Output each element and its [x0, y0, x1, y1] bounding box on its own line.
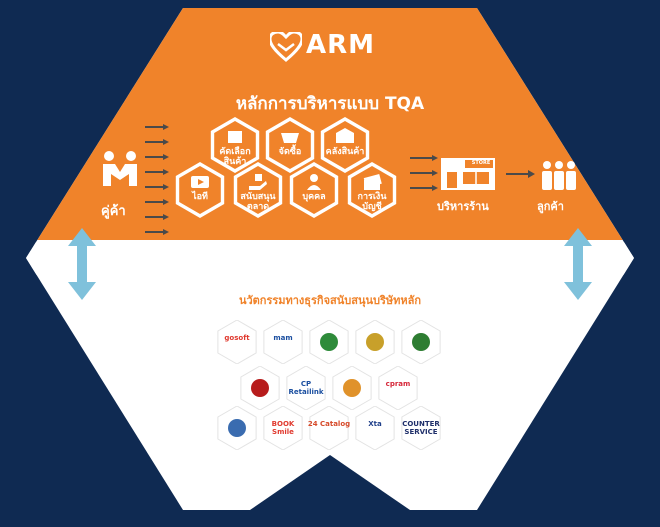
- incoming-arrow: [145, 229, 169, 235]
- incoming-arrow: [145, 139, 169, 145]
- store-icon: [441, 158, 495, 190]
- hex-label-line2: ตลาด: [246, 202, 270, 212]
- partner-logo-gosoft: gosoft: [215, 319, 259, 365]
- hex-label-line1: คัดเลือก: [219, 147, 251, 157]
- partner-logo-bakery: [330, 365, 374, 411]
- customer-label: ลูกค้า: [537, 200, 564, 213]
- merge-arrow: [410, 155, 438, 161]
- partner-hex-frame: [240, 365, 280, 411]
- hex-label: ไอที: [176, 192, 224, 202]
- partner-logo-blue-emblem: [215, 405, 259, 451]
- partner-hex-frame: [401, 319, 441, 365]
- partner-hex-frame: [332, 365, 372, 411]
- section-divider: [26, 240, 634, 275]
- hex-label: การเงินบัญชี: [348, 192, 396, 212]
- bottom-notch: [250, 455, 410, 510]
- hex-label-line1: บุคคล: [302, 192, 326, 202]
- hand-support-icon: [249, 174, 267, 190]
- partner-hex-frame: [309, 319, 349, 365]
- partner-hex-frame: [263, 319, 303, 365]
- hex-label: สนับสนุนตลาด: [234, 192, 282, 212]
- partner-logo-text: gosoft: [224, 334, 250, 342]
- partner-logo-text: mam: [273, 334, 293, 342]
- partner-logo-panyapiwat: [353, 319, 397, 365]
- hexagon-inner: [324, 121, 366, 169]
- hex-label: จัดซื้อ: [266, 147, 314, 157]
- arm-logo: ARM: [270, 30, 400, 64]
- logo-text: ARM: [306, 30, 376, 60]
- store-label: บริหารร้าน: [437, 200, 489, 213]
- hex-label-line1: ไอที: [192, 192, 208, 202]
- partner-logo-text: Xta: [368, 420, 382, 428]
- partner-logo-text: CP Retailink: [288, 380, 324, 396]
- partner-logo-text: cpram: [385, 380, 411, 388]
- partner-logo-text: COUNTER SERVICE: [402, 420, 440, 436]
- person-icon: [307, 174, 321, 190]
- partner-hex-frame: [309, 405, 349, 451]
- money-icon: [363, 173, 382, 190]
- partner-logo-catalog: 24 Catalog: [307, 405, 351, 451]
- tqa-hexagons: [175, 117, 397, 218]
- box-icon: [228, 131, 242, 143]
- hexagon-inner: [214, 121, 256, 169]
- handshake-icon: [103, 151, 137, 186]
- store-sign: STORE: [471, 160, 491, 166]
- incoming-arrow: [145, 124, 169, 130]
- partner-logo-book-smile: BOOK Smile: [261, 405, 305, 451]
- video-icon: [191, 176, 209, 188]
- basket-icon: [281, 133, 299, 143]
- hex-label: บุคคล: [290, 192, 338, 202]
- outgoing-arrows: [410, 155, 535, 191]
- merge-arrow: [410, 185, 438, 191]
- hexagon-inner: [179, 166, 221, 214]
- incoming-arrow: [145, 214, 169, 220]
- partner-hex-frame: [378, 365, 418, 411]
- incoming-arrow: [145, 199, 169, 205]
- orange-upper-section: [26, 8, 634, 240]
- hex-label: คัดเลือกสินค้า: [211, 147, 259, 167]
- partner-hex-frame: [217, 405, 257, 451]
- partner-hex-frame: [355, 319, 395, 365]
- partner-logo-cp-retailink: CP Retailink: [284, 365, 328, 411]
- partner-logo-green-crest: [399, 319, 443, 365]
- partner-logo-seal-green: [307, 319, 351, 365]
- customers-icon: [542, 161, 576, 190]
- hex-label-line2: สินค้า: [223, 157, 247, 167]
- incoming-arrow: [145, 169, 169, 175]
- left-double-arrow-icon: [68, 228, 96, 300]
- store-to-customer-arrow: [506, 170, 535, 178]
- partner-hex-frame: [355, 405, 395, 451]
- partner-label: คู่ค้า: [101, 204, 126, 219]
- partner-logo-mam: mam: [261, 319, 305, 365]
- partner-logo-text: BOOK Smile: [271, 420, 295, 436]
- innovation-title: นวัตกรรมทางธุรกิจสนับสนุนบริษัทหลัก: [238, 294, 422, 307]
- right-double-arrow-icon: [564, 228, 592, 300]
- hexagon-inner: [269, 121, 311, 169]
- partner-hex-frame: [217, 319, 257, 365]
- partner-logo-xta: Xta: [353, 405, 397, 451]
- incoming-arrow: [145, 154, 169, 160]
- hex-label-line1: จัดซื้อ: [278, 147, 302, 157]
- incoming-arrows: [145, 124, 169, 235]
- hex-label-line1: การเงิน: [357, 192, 387, 202]
- merge-arrow: [410, 170, 438, 176]
- incoming-arrow: [145, 184, 169, 190]
- hex-label-line2: บัญชี: [362, 202, 382, 212]
- warehouse-icon: [336, 128, 354, 143]
- page-title: หลักการบริหารแบบ TQA: [235, 94, 425, 114]
- hex-label: คลังสินค้า: [321, 147, 369, 157]
- partner-logo-dark-red: [238, 365, 282, 411]
- hex-label-line1: คลังสินค้า: [325, 147, 365, 157]
- partner-logo-text: 24 Catalog: [307, 420, 351, 428]
- heart-logo-icon: [270, 32, 302, 62]
- partner-logo-counter-service: COUNTER SERVICE: [399, 405, 443, 451]
- partner-logo-cpram: cpram: [376, 365, 420, 411]
- hex-label-line1: สนับสนุน: [240, 192, 276, 202]
